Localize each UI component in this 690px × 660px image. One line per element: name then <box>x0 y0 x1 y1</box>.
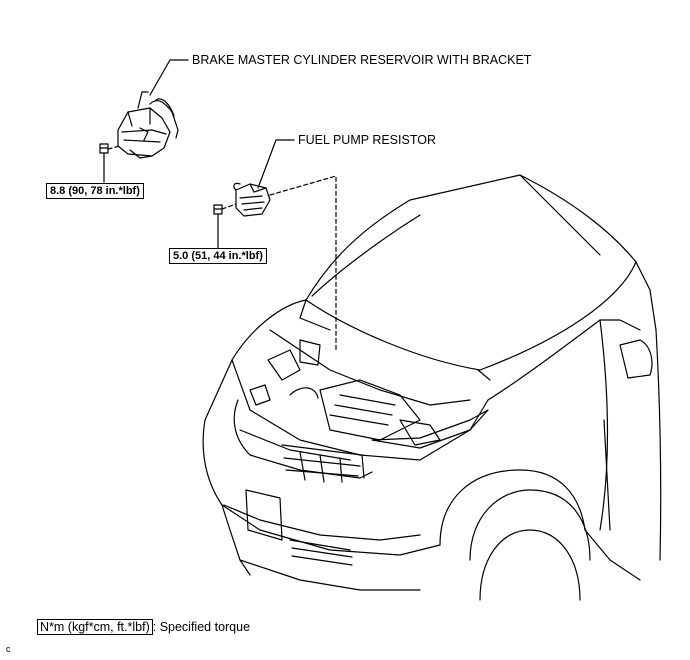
legend-description: : Specified torque <box>152 620 251 634</box>
vehicle-body <box>202 174 662 601</box>
resistor-leader-line <box>257 139 295 189</box>
legend-unit-box: N*m (kgf*cm, ft.*lbf) <box>37 619 153 635</box>
resistor-nut-dash <box>221 203 237 210</box>
corner-mark: c <box>6 644 11 654</box>
reservoir-leader-line <box>149 59 189 96</box>
torque-legend: N*m (kgf*cm, ft.*lbf): Specified torque <box>37 619 251 635</box>
fuel-pump-resistor-callout: FUEL PUMP RESISTOR <box>298 133 436 147</box>
brake-reservoir-callout: BRAKE MASTER CYLINDER RESERVOIR WITH BRA… <box>192 53 532 67</box>
resistor-torque-value: 5.0 (51, 44 in.*lbf) <box>169 248 267 264</box>
reservoir-nut-dash <box>107 145 121 150</box>
resistor-dash-to-vehicle <box>269 175 337 351</box>
reservoir-torque-value: 8.8 (90, 78 in.*lbf) <box>46 183 144 199</box>
fuel-pump-resistor-part <box>213 182 271 217</box>
